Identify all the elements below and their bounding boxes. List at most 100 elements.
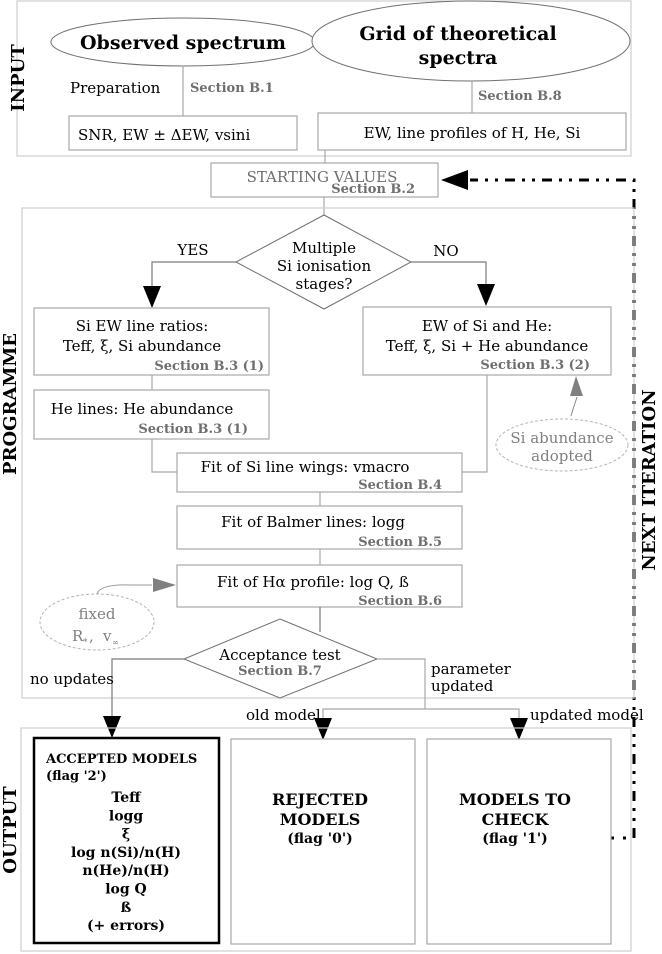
output-panel: [20, 727, 632, 952]
he-lines-line-1: He lines: He abundance: [51, 400, 234, 418]
next-iteration-arrowhead: [441, 170, 468, 190]
yes-branch-connector: [151, 261, 236, 290]
grid-output-box: [317, 112, 627, 151]
split-connector: [322, 708, 520, 718]
accepted-parameter: logg: [109, 808, 143, 824]
next-iteration-loop: [470, 178, 636, 838]
preparation-label: Preparation: [70, 79, 161, 97]
note-connector: [570, 396, 578, 417]
si-abundance-arrowhead: [570, 376, 583, 396]
parameter-updated-line-1: parameter: [431, 660, 512, 678]
yes-arrowhead: [143, 286, 161, 308]
fixed-sep: ,: [89, 627, 94, 645]
ew-si-he-section: Section B.3 (2): [480, 358, 590, 373]
decision-line-1: Multiple: [292, 239, 356, 257]
programme-panel: [21, 207, 635, 699]
balmer-section: Section B.5: [358, 535, 442, 550]
parameter-updated-connector: [377, 658, 426, 709]
si-abundance-line-2: adopted: [531, 447, 593, 465]
si-line-ratios-box: [33, 307, 270, 376]
input-section-label: INPUT: [8, 44, 29, 112]
preparation-section: Section B.1: [190, 81, 274, 96]
updated-model-label: updated model: [530, 706, 644, 724]
si-wings-box: [176, 452, 463, 493]
fixed-r-star-sub: *: [83, 638, 88, 648]
halpha-line-1: Fit of Hα profile: log Q, ß: [217, 573, 409, 591]
check-flag: (flag '1'): [482, 831, 547, 847]
yes-label: YES: [176, 241, 208, 259]
accepted-parameter: ß: [121, 900, 132, 916]
acceptance-section: Section B.7: [238, 664, 322, 679]
observed-output-label: SNR, EW ± ΔEW, vsini: [78, 126, 250, 144]
next-iteration-label: NEXT ITERATION: [639, 389, 660, 570]
he-lines-section: Section B.3 (1): [138, 422, 248, 437]
accepted-parameter: (+ errors): [87, 918, 165, 934]
accepted-flag: (flag '2'): [46, 769, 107, 784]
input-panel: [16, 0, 632, 157]
no-label: NO: [433, 242, 458, 260]
rejected-models-box: [230, 738, 416, 945]
models-to-check-box: [426, 738, 612, 945]
ew-si-he-line-2: Teff, ξ, Si + He abundance: [386, 337, 589, 355]
decision-line-2: Si ionisation: [277, 257, 372, 275]
accepted-parameter: n(He)/n(H): [82, 863, 169, 879]
accepted-title: ACCEPTED MODELS: [45, 752, 197, 767]
check-line-2: CHECK: [482, 810, 550, 829]
si-ratios-line-2: Teff, ξ, Si abundance: [63, 337, 221, 355]
grid-section: Section B.8: [478, 89, 562, 104]
no-updates-label: no updates: [30, 670, 114, 688]
si-wings-section: Section B.4: [358, 478, 442, 493]
si-abundance-line-1: Si abundance: [510, 429, 613, 447]
ionisation-decision: [234, 214, 413, 310]
no-branch-connector: [411, 261, 487, 286]
accepted-parameter: log Q: [105, 882, 147, 898]
starting-values-section: Section B.2: [331, 182, 415, 197]
si-ratios-line-1: Si EW line ratios:: [76, 317, 209, 335]
old-model-arrowhead: [314, 718, 332, 740]
theoretical-grid-label-2: spectra: [419, 47, 498, 69]
fixed-v-inf-sub: ∞: [112, 638, 119, 647]
si-wings-line-1: Fit of Si line wings: vmacro: [201, 458, 410, 476]
programme-section-label: PROGRAMME: [0, 333, 21, 475]
accepted-models-box: [32, 736, 221, 945]
theoretical-grid-label-1: Grid of theoretical: [359, 23, 556, 45]
accepted-parameter: ξ: [122, 827, 130, 843]
acceptance-label: Acceptance test: [218, 646, 340, 664]
fixed-arrowhead: [153, 578, 176, 592]
observed-spectrum-label: Observed spectrum: [80, 32, 286, 54]
accepted-parameter: Teff: [111, 790, 142, 806]
old-model-label: old model: [246, 706, 321, 724]
rejected-flag: (flag '0'): [287, 831, 352, 847]
connector: [462, 375, 488, 473]
accepted-parameter: log n(Si)/n(H): [71, 845, 181, 861]
rejected-line-1: REJECTED: [272, 790, 368, 809]
no-arrowhead: [477, 284, 495, 306]
no-updates-connector: [111, 658, 184, 718]
note-connector: [96, 584, 152, 595]
updated-model-arrowhead: [510, 718, 528, 740]
starting-values-box: [210, 162, 439, 198]
he-lines-box: [33, 389, 270, 440]
parameter-updated-line-2: updated: [431, 677, 494, 695]
fixed-line-1: fixed: [79, 605, 116, 623]
observed-output-box: [68, 115, 298, 151]
accepted-parameter-list: Teff logg ξ log n(Si)/n(H) n(He)/n(H) log Q ß (…: [71, 790, 181, 934]
acceptance-test-decision: [182, 618, 379, 699]
theoretical-grid-node: [311, 0, 631, 82]
fixed-v-inf: v: [102, 627, 112, 645]
ew-si-he-line-1: EW of Si and He:: [422, 317, 552, 335]
balmer-line-1: Fit of Balmer lines: logg: [221, 513, 405, 531]
si-abundance-adopted-note: [495, 418, 629, 472]
balmer-box: [176, 505, 463, 550]
decision-line-3: stages?: [296, 275, 353, 293]
rejected-line-2: MODELS: [280, 810, 361, 829]
no-updates-arrowhead: [103, 716, 121, 738]
halpha-section: Section B.6: [358, 594, 442, 609]
fixed-r-star: R: [72, 627, 84, 645]
grid-output-label: EW, line profiles of H, He, Si: [364, 124, 581, 142]
starting-values-label: STARTING VALUES: [247, 168, 398, 186]
si-ratios-section: Section B.3 (1): [154, 359, 264, 374]
output-section-label: OUTPUT: [0, 786, 21, 874]
connector: [151, 439, 177, 473]
